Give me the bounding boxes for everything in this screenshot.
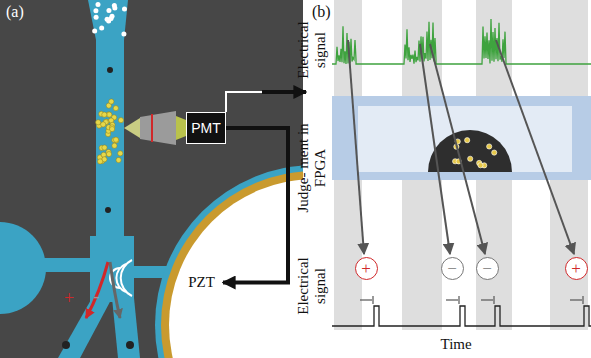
chip-node (478, 163, 483, 168)
cell (102, 145, 107, 150)
cell (105, 207, 111, 213)
node-text: − (482, 260, 492, 277)
chip-node (465, 138, 470, 143)
cell (102, 112, 107, 117)
axis-label: Electrical signal (295, 14, 329, 86)
axis-label: Judge- ment in FPGA (295, 118, 329, 218)
sample-dot (93, 8, 98, 13)
node-text: PMT (191, 121, 221, 135)
decision-arrow (348, 40, 364, 254)
axis-label: Time (441, 336, 472, 353)
sort-decision: + (355, 257, 378, 280)
trigger-signal (332, 306, 591, 326)
main-channel (96, 38, 124, 238)
signal-wire (226, 92, 262, 112)
sample-dot (122, 7, 127, 12)
cell (118, 118, 123, 123)
cell (101, 122, 106, 127)
delay-marks (360, 296, 583, 304)
detector-signal (332, 19, 591, 64)
cell (109, 126, 114, 131)
sort-arrow (86, 262, 108, 318)
sample-dot (106, 8, 111, 13)
cell (113, 137, 118, 142)
time-windows (334, 0, 588, 330)
pzt-electrode (161, 171, 303, 358)
cell (96, 120, 101, 125)
decision-arrow (430, 44, 485, 254)
panel-ground (332, 0, 591, 358)
panel-label: (a) (6, 3, 24, 20)
delay-mark (360, 296, 373, 304)
cell (62, 341, 70, 349)
decision-arrows (348, 40, 574, 254)
side-channel (30, 258, 100, 272)
sample-dots (92, 2, 127, 36)
delay-mark (446, 296, 459, 304)
waste-sign: - (93, 288, 99, 305)
inlet (88, 0, 128, 40)
delay-mark (570, 296, 583, 304)
delay-mark (481, 296, 494, 304)
control-arrow (223, 128, 288, 283)
chip-node (487, 144, 492, 149)
pzt-disc (169, 179, 303, 358)
chip (0, 0, 303, 358)
emission-beam (176, 116, 186, 140)
cell (107, 112, 112, 117)
outlet-left (58, 298, 112, 358)
cell (98, 159, 103, 164)
node-text: − (447, 260, 457, 277)
sample-dot (92, 29, 97, 34)
cell (109, 99, 114, 104)
cells (96, 99, 124, 164)
sample-dot (99, 26, 104, 31)
transducer-label-box: PZT (184, 272, 219, 293)
decision-arrow (496, 40, 574, 254)
node-text: PZT (188, 275, 215, 290)
cell (116, 157, 121, 162)
node-text: + (571, 260, 581, 277)
decision-arrow (420, 44, 450, 254)
cell (112, 143, 117, 148)
chip-node (468, 156, 473, 161)
sample-dot (95, 2, 100, 7)
chip-node (492, 150, 497, 155)
cell (107, 67, 113, 73)
node-text: + (361, 260, 371, 277)
cell (113, 106, 118, 111)
cell (126, 341, 134, 349)
sort-sign: + (64, 290, 74, 307)
sample-dot (94, 15, 99, 20)
sample-dot (109, 16, 114, 21)
acoustic-wave (121, 260, 132, 296)
cell (106, 151, 111, 156)
signal-arrow (262, 90, 306, 94)
detector-box: PMT (186, 112, 226, 144)
filter (151, 114, 153, 142)
sample-dot (112, 6, 117, 11)
axis-label: Electrical signal (295, 250, 329, 322)
fpga-chip (428, 130, 512, 172)
sort-decision: + (565, 257, 588, 280)
waste-arrow (110, 262, 120, 318)
panel-label: (b) (312, 3, 331, 20)
timing-diagram (332, 0, 591, 358)
objective-lens (140, 111, 176, 145)
resonator-ring (155, 165, 303, 358)
waste-decision: − (441, 257, 464, 280)
cell (118, 151, 123, 156)
waste-decision: − (476, 257, 499, 280)
sample-dot (121, 32, 126, 37)
